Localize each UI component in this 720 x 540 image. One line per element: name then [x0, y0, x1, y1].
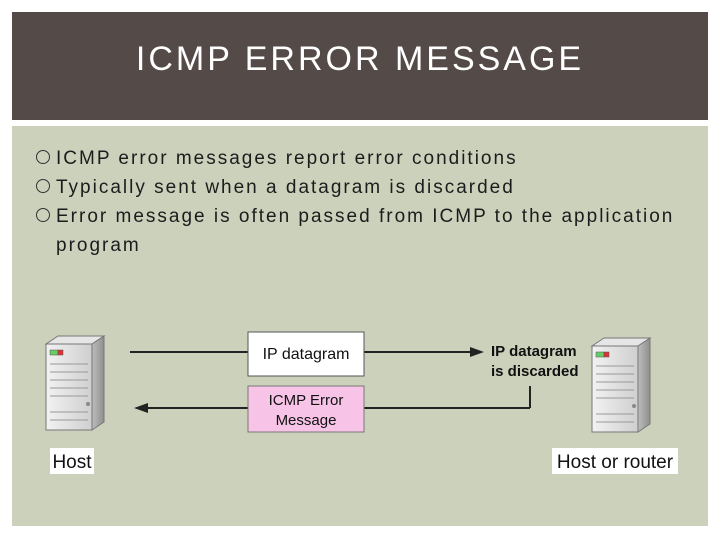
host-server-icon: [44, 335, 106, 431]
router-label: Host or router: [557, 452, 674, 473]
title-bar: [12, 12, 708, 120]
bullet-list: ICMP error messages report error conditi…: [36, 144, 676, 260]
bullet-circle-icon: [36, 179, 50, 193]
router-server-icon: [590, 337, 652, 433]
bullet-item: Error message is often passed from ICMP …: [36, 202, 676, 260]
host-label-bg: [50, 448, 94, 474]
bullet-circle-icon: [36, 150, 50, 164]
icmp-error-box: ICMP Error Message: [247, 385, 365, 433]
bullet-item: Typically sent when a datagram is discar…: [36, 173, 676, 202]
ip-datagram-label: IP datagram: [263, 346, 350, 363]
slide-title: ICMP ERROR MESSAGE: [135, 40, 585, 78]
icmp-error-label-line1: ICMP Error: [269, 392, 344, 409]
discard-note-line2: is discarded: [491, 363, 579, 380]
icmp-diagram: IP datagram ICMP Error Message IP datagr…: [44, 331, 678, 474]
ip-datagram-box: IP datagram: [247, 331, 365, 377]
icmp-error-label-line2: Message: [276, 412, 337, 429]
host-label: Host: [52, 452, 92, 473]
bullet-circle-icon: [36, 208, 50, 222]
discard-note-line1: IP datagram: [491, 343, 577, 360]
bullet-item: ICMP error messages report error conditi…: [36, 144, 676, 173]
error-return-arrow: [134, 386, 531, 413]
router-label-bg: [552, 448, 678, 474]
datagram-arrow: [130, 347, 484, 357]
